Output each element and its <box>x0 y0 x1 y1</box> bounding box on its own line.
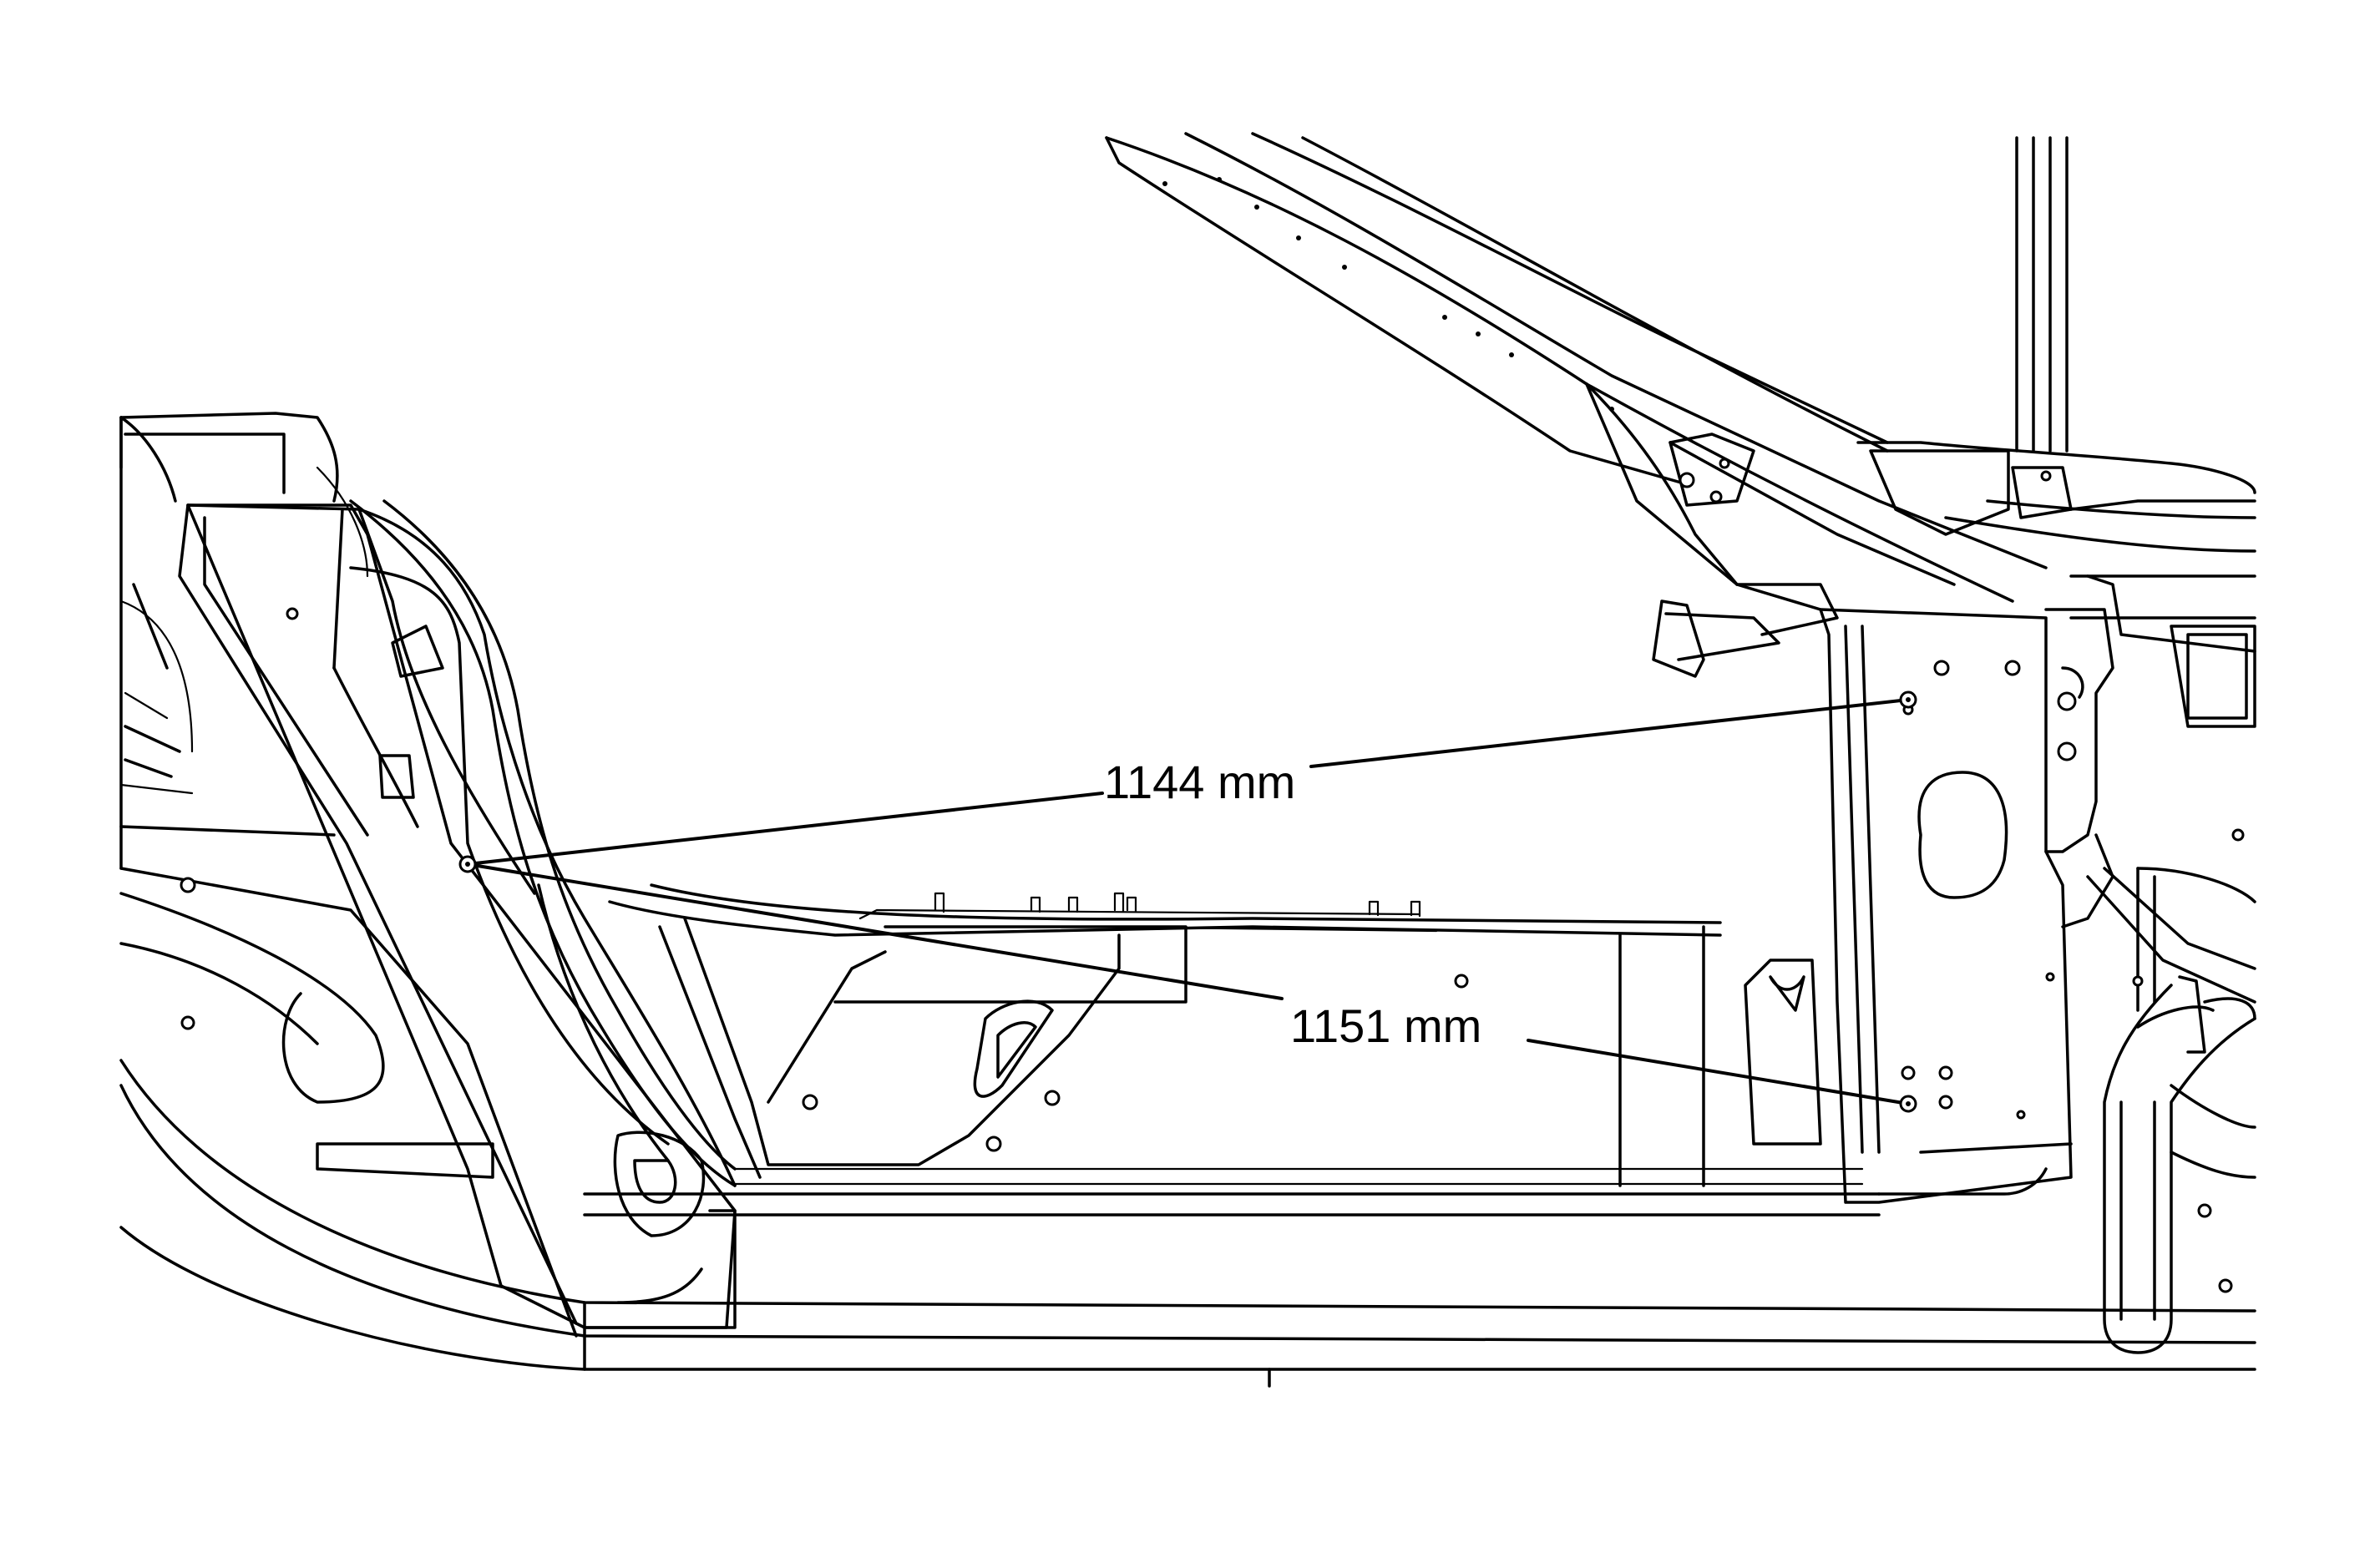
measurement-points <box>458 690 1917 1113</box>
callout-1151-label: 1151 mm <box>1290 999 1481 1052</box>
pillar-bracket <box>1652 432 1839 678</box>
windshield-pillar <box>1105 132 2048 611</box>
leader-1151-left <box>466 862 1284 1000</box>
b-pillar-plate <box>1744 608 2073 1204</box>
underbody-rocker <box>119 1059 2256 1388</box>
callout-1144-label: 1144 mm <box>1104 756 1295 808</box>
sill-panel <box>608 883 1722 1187</box>
measurement-leaders <box>466 698 1910 1105</box>
striker-bracket <box>2044 608 2114 928</box>
sill-studs <box>934 892 1438 933</box>
right-upper-structure <box>2069 574 2256 728</box>
door-aperture-front <box>349 499 737 1187</box>
leader-1144-right <box>1309 698 1910 768</box>
leader-1144-left <box>466 792 1104 866</box>
left-lower-body <box>119 599 578 1338</box>
leader-1151-right <box>1527 1039 1910 1105</box>
hinge-pillar <box>119 412 737 1329</box>
left-upper-fender <box>119 416 369 870</box>
right-lower-structure <box>2086 828 2256 1354</box>
roof-post <box>1856 136 2256 553</box>
